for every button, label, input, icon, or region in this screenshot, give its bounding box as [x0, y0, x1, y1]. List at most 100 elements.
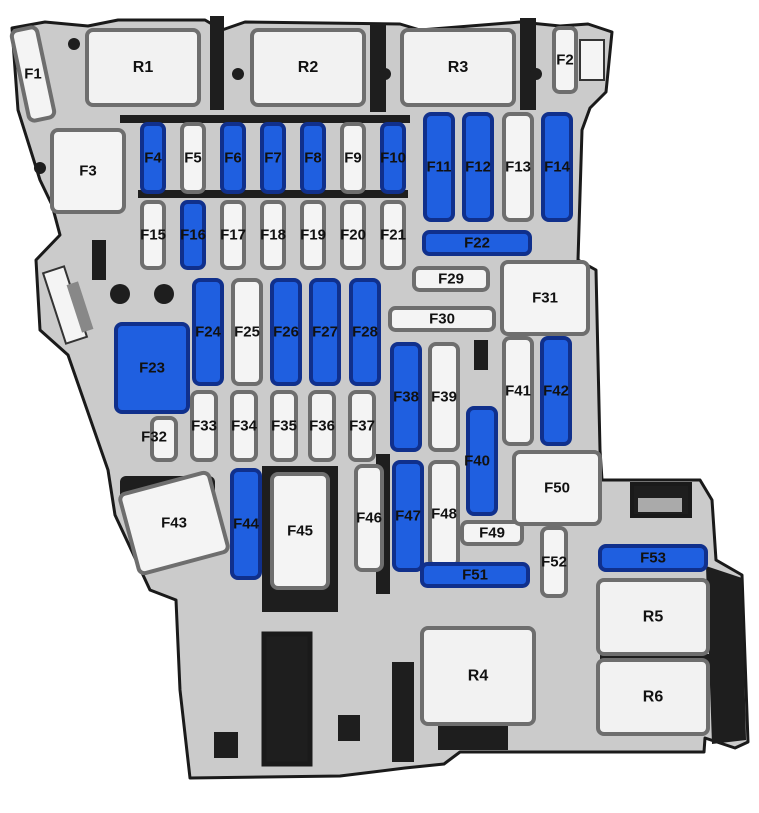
fuse-f43-body: [118, 470, 230, 576]
fuse-f42: [540, 336, 572, 446]
relay-r1-label: R1: [133, 59, 154, 76]
fuse-f47: [392, 460, 424, 572]
fuse-f19-label: F19: [300, 227, 326, 244]
fuse-f1: [9, 25, 57, 123]
fuse-f31: [500, 260, 590, 336]
fuse-f8: [300, 122, 326, 194]
fuse-f40-label: F40: [464, 453, 490, 470]
fuse-f32-body: [150, 416, 178, 462]
fuse-f45: [270, 472, 330, 590]
relay-r3-label: R3: [448, 59, 469, 76]
fuse-f13-label: F13: [505, 159, 531, 176]
fuse-f45-body: [270, 472, 330, 590]
relay-r5-body: [596, 578, 710, 656]
fuse-f7-label: F7: [264, 150, 282, 167]
fuse-f15-label: F15: [140, 227, 166, 244]
relay-r1-body: [85, 28, 201, 107]
fuse-f50-body: [512, 450, 602, 526]
fuse-f37-label: F37: [349, 418, 375, 435]
fuse-f14-body: [541, 112, 573, 222]
fuse-f16: [180, 200, 206, 270]
fuse-f25-label: F25: [234, 324, 260, 341]
fuse-f34-label: F34: [231, 418, 258, 435]
fuse-f41: [502, 336, 534, 446]
fuse-f45-label: F45: [287, 523, 313, 540]
relay-r5: [596, 578, 710, 656]
fuse-f7-body: [260, 122, 286, 194]
fuse-f39: [428, 342, 460, 452]
fuse-f31-label: F31: [532, 290, 558, 307]
fuse-f6-body: [220, 122, 246, 194]
relay-r1: [85, 28, 201, 107]
fuse-f26: [270, 278, 302, 386]
fuse-f44-body: [230, 468, 262, 580]
fuse-f4-label: F4: [144, 150, 162, 167]
fuse-f23: [114, 322, 190, 414]
fuse-f44: [230, 468, 262, 580]
fuse-f17-body: [220, 200, 246, 270]
fuse-f36-label: F36: [309, 418, 335, 435]
fuse-f5: [180, 122, 206, 194]
fuse-f13: [502, 112, 534, 222]
fuse-f35-label: F35: [271, 418, 297, 435]
relay-r6-label: R6: [643, 689, 664, 706]
fuse-f14-label: F14: [544, 159, 571, 176]
fuse-f29: [412, 266, 490, 292]
fuse-f52-body: [540, 526, 568, 598]
fuse-f16-body: [180, 200, 206, 270]
fuse-f39-label: F39: [431, 389, 457, 406]
fuse-f37: [348, 390, 376, 462]
fuse-f32: [150, 416, 178, 462]
fuse-f50: [512, 450, 602, 526]
fuse-f38-body: [390, 342, 422, 452]
fuse-f15-body: [140, 200, 166, 270]
fuse-f18-body: [260, 200, 286, 270]
fuse-f22-body: [422, 230, 532, 256]
fuse-f39-body: [428, 342, 460, 452]
fuse-f33: [190, 390, 218, 462]
relay-r3: [400, 28, 516, 107]
fuse-f3: [50, 128, 126, 214]
fuse-f53-label: F53: [640, 550, 666, 567]
fuse-f46: [354, 464, 384, 572]
fuse-f51-label: F51: [462, 567, 488, 584]
relay-r5-label: R5: [643, 609, 664, 626]
fuse-f24-label: F24: [195, 324, 222, 341]
fuse-f30: [388, 306, 496, 332]
fuse-f15: [140, 200, 166, 270]
fuse-f40-body: [466, 406, 498, 516]
fuse-f28: [349, 278, 381, 386]
fuse-f20-label: F20: [340, 227, 366, 244]
fuse-f32-label: F32: [141, 429, 167, 446]
fuse-f49: [460, 520, 524, 546]
fuse-f46-body: [354, 464, 384, 572]
fuse-f34: [230, 390, 258, 462]
fuse-f49-label: F49: [479, 525, 505, 542]
fuse-f10: [380, 122, 406, 194]
fuse-f53-body: [598, 544, 708, 572]
fuse-f27-body: [309, 278, 341, 386]
fuse-f21-body: [380, 200, 406, 270]
fuse-f49-body: [460, 520, 524, 546]
fuse-f47-label: F47: [395, 508, 421, 525]
fuse-f17: [220, 200, 246, 270]
fuse-f42-body: [540, 336, 572, 446]
relay-r3-body: [400, 28, 516, 107]
fuse-f29-body: [412, 266, 490, 292]
fuse-f6: [220, 122, 246, 194]
fuse-f48-label: F48: [431, 506, 457, 523]
fuse-f2-label: F2: [556, 52, 574, 69]
fuse-f12-body: [462, 112, 494, 222]
fuse-f23-body: [114, 322, 190, 414]
fuse-f47-body: [392, 460, 424, 572]
fuse-f41-label: F41: [505, 383, 531, 400]
fuse-f46-label: F46: [356, 510, 382, 527]
fuse-f35-body: [270, 390, 298, 462]
fuse-f24: [192, 278, 224, 386]
fuse-f8-body: [300, 122, 326, 194]
relay-r6-body: [596, 658, 710, 736]
fuse-f33-label: F33: [191, 418, 217, 435]
fuse-f28-label: F28: [352, 324, 378, 341]
fuse-f40: [466, 406, 498, 516]
